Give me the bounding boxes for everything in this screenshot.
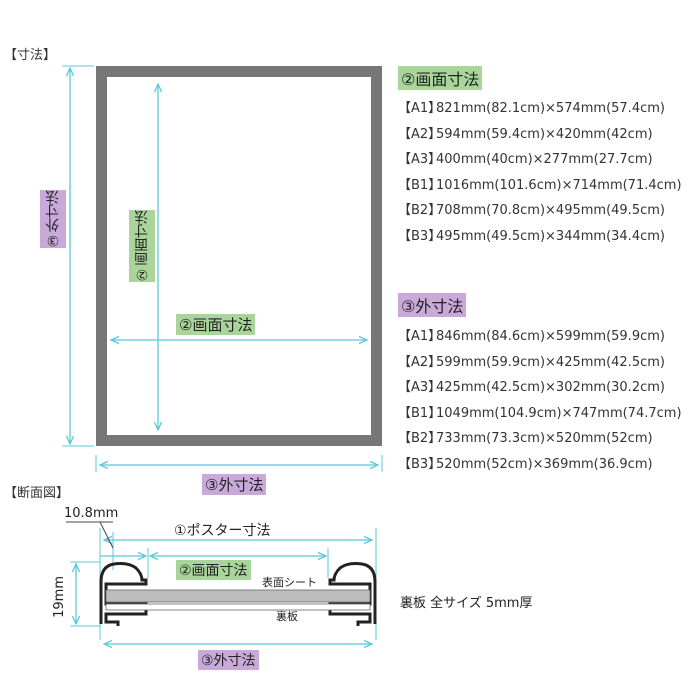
- outer-height-label: ③外寸法: [40, 190, 66, 248]
- list-item: 【A3】400mm(40cm)×277mm(27.7cm): [398, 152, 653, 168]
- section-screen-label: ②画面寸法: [176, 560, 251, 580]
- list-item: 【B2】708mm(70.8cm)×495mm(49.5cm): [398, 203, 665, 219]
- screen-width-label: ②画面寸法: [176, 314, 256, 335]
- surface-sheet-label: 表面シート: [262, 576, 317, 589]
- section-height-label: 19mm: [52, 576, 67, 618]
- list-item: 【A1】846mm(84.6cm)×599mm(59.9cm): [398, 329, 665, 344]
- list-item: 【A3】425mm(42.5cm)×302mm(30.2cm): [398, 380, 665, 396]
- frame-profile-left: [99, 562, 148, 626]
- list-item: 【A2】594mm(59.4cm)×420mm(42cm): [398, 126, 653, 142]
- back-board: [105, 603, 371, 611]
- outer-dims-list: 【A1】846mm(84.6cm)×599mm(59.9cm) 【A2】599m…: [398, 324, 682, 478]
- list-item: 【B1】1016mm(101.6cm)×714mm(71.4cm): [398, 177, 682, 193]
- cross-section-header: 【断面図】: [4, 486, 70, 501]
- back-board-label: 裏板: [276, 610, 298, 623]
- outer-width-label: ③外寸法: [202, 474, 267, 495]
- screen-dims-title: ②画面寸法: [398, 66, 483, 90]
- list-item: 【B3】495mm(49.5cm)×344mm(34.4cm): [398, 228, 665, 244]
- lip-width-label: 10.8mm: [64, 506, 119, 521]
- list-item: 【B3】520mm(52cm)×369mm(36.9cm): [398, 456, 653, 472]
- section-outer-label: ③外寸法: [198, 650, 259, 670]
- outer-dims-title: ③外寸法: [398, 293, 467, 317]
- list-item: 【A2】599mm(59.9cm)×425mm(42.5cm): [398, 354, 665, 370]
- surface-sheet: [105, 589, 371, 603]
- list-item: 【B2】733mm(73.3cm)×520mm(52cm): [398, 431, 653, 447]
- back-board-note: 裏板 全サイズ 5mm厚: [400, 596, 533, 611]
- screen-dims-list: 【A1】821mm(82.1cm)×574mm(57.4cm) 【A2】594m…: [398, 96, 682, 250]
- dimensions-header: 【寸法】: [4, 48, 57, 63]
- poster-size-label: ①ポスター寸法: [174, 523, 271, 539]
- frame-profile-right: [328, 562, 377, 626]
- list-item: 【A1】821mm(82.1cm)×574mm(57.4cm): [398, 101, 665, 116]
- list-item: 【B1】1049mm(104.9cm)×747mm(74.7cm): [398, 405, 682, 421]
- screen-height-label: ②画面寸法: [129, 210, 155, 282]
